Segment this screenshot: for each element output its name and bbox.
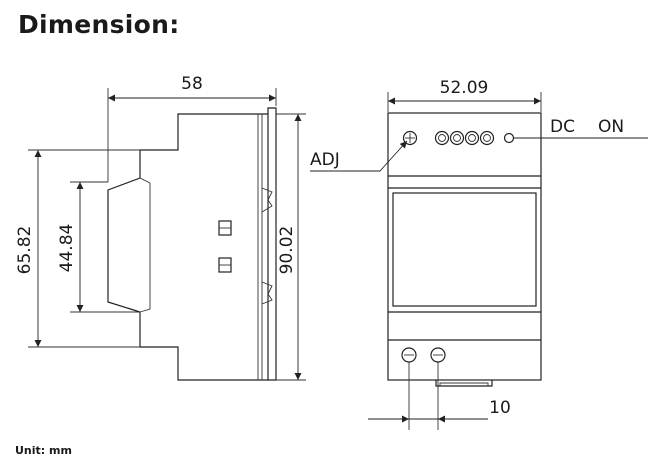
dim-label-58: 58 bbox=[181, 74, 203, 94]
unit-note: Unit: mm bbox=[15, 444, 72, 457]
adj-leader-line bbox=[310, 140, 408, 172]
top-terminals bbox=[402, 130, 515, 146]
screw-terminal-icon bbox=[434, 130, 450, 146]
on-label: ON bbox=[598, 117, 624, 137]
bottom-terminals bbox=[401, 347, 446, 363]
dim-label-52-09: 52.09 bbox=[440, 78, 489, 98]
front-window bbox=[392, 192, 537, 307]
side-view: 58 65.82 44.84 90.02 bbox=[15, 74, 306, 381]
dim-label-65-82: 65.82 bbox=[15, 226, 35, 275]
dim-label-90-02: 90.02 bbox=[277, 226, 297, 275]
rail-profile bbox=[139, 177, 151, 313]
side-view-front-plate bbox=[267, 107, 277, 381]
din-clip bbox=[435, 380, 493, 387]
adj-label: ADJ bbox=[310, 150, 340, 170]
din-clip-notch bbox=[261, 187, 273, 213]
screw-terminal-icon bbox=[479, 130, 495, 146]
front-view: 52.09 10 ADJ DC ON bbox=[310, 78, 648, 430]
adj-potentiometer-icon bbox=[402, 130, 418, 146]
screw-terminal-icon bbox=[449, 130, 465, 146]
dc-on-led-icon bbox=[503, 132, 515, 144]
dim-label-10: 10 bbox=[489, 398, 511, 418]
screw-terminal-icon bbox=[464, 130, 480, 146]
din-clip-notch-lower bbox=[261, 281, 273, 305]
dim-label-44-84: 44.84 bbox=[57, 224, 77, 273]
front-view-outline bbox=[387, 112, 542, 381]
dc-label: DC bbox=[550, 117, 575, 137]
side-view-outline bbox=[107, 113, 269, 381]
page-title: Dimension: bbox=[18, 10, 180, 39]
